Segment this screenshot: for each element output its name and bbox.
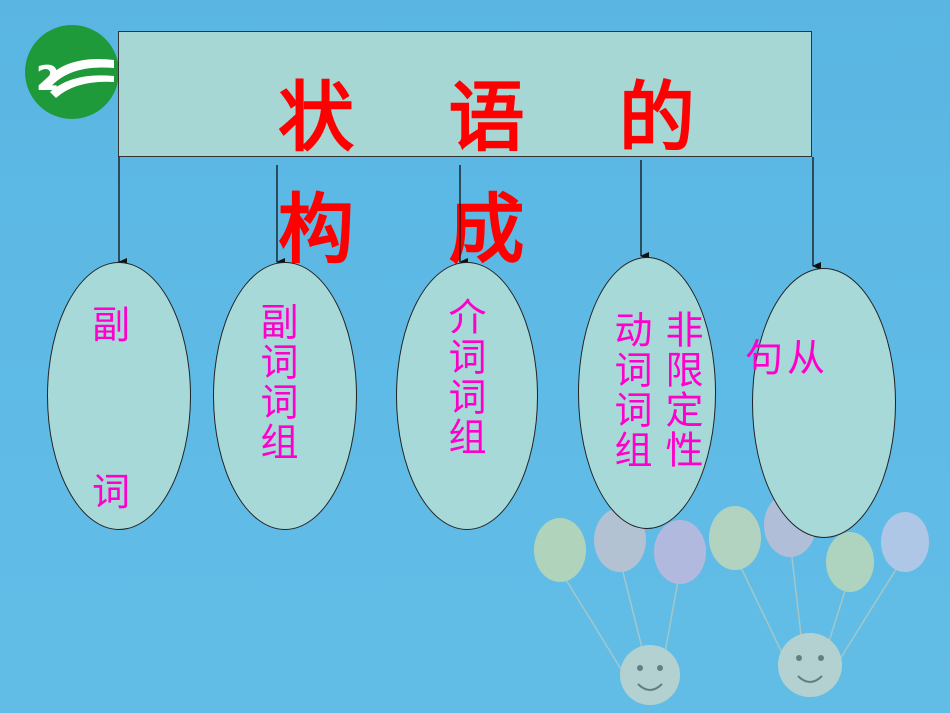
node-adverb-label-bottom: 词 <box>92 470 131 514</box>
balloons-icon <box>534 500 929 705</box>
node-nonfinite <box>578 257 716 529</box>
node-adverb-phrase <box>213 262 357 530</box>
node-clause-label: 句从 <box>745 336 830 380</box>
node-adverb <box>47 262 191 530</box>
diagram-title: 状 语 的 构 成 <box>278 73 729 274</box>
node-adverb-phrase-label: 副词词组 <box>254 302 298 462</box>
node-clause <box>752 268 896 538</box>
title-box <box>118 31 812 157</box>
node-adverb-label-top: 副 <box>92 303 131 347</box>
node-nonfinite-label-left: 动词词组 <box>608 310 652 470</box>
node-nonfinite-label-right: 非限定性 <box>659 310 703 470</box>
logo-icon: 2 <box>25 25 119 119</box>
node-prep-phrase-label: 介词词组 <box>442 297 486 457</box>
node-prep-phrase <box>396 262 538 530</box>
svg-text:2: 2 <box>36 59 60 99</box>
